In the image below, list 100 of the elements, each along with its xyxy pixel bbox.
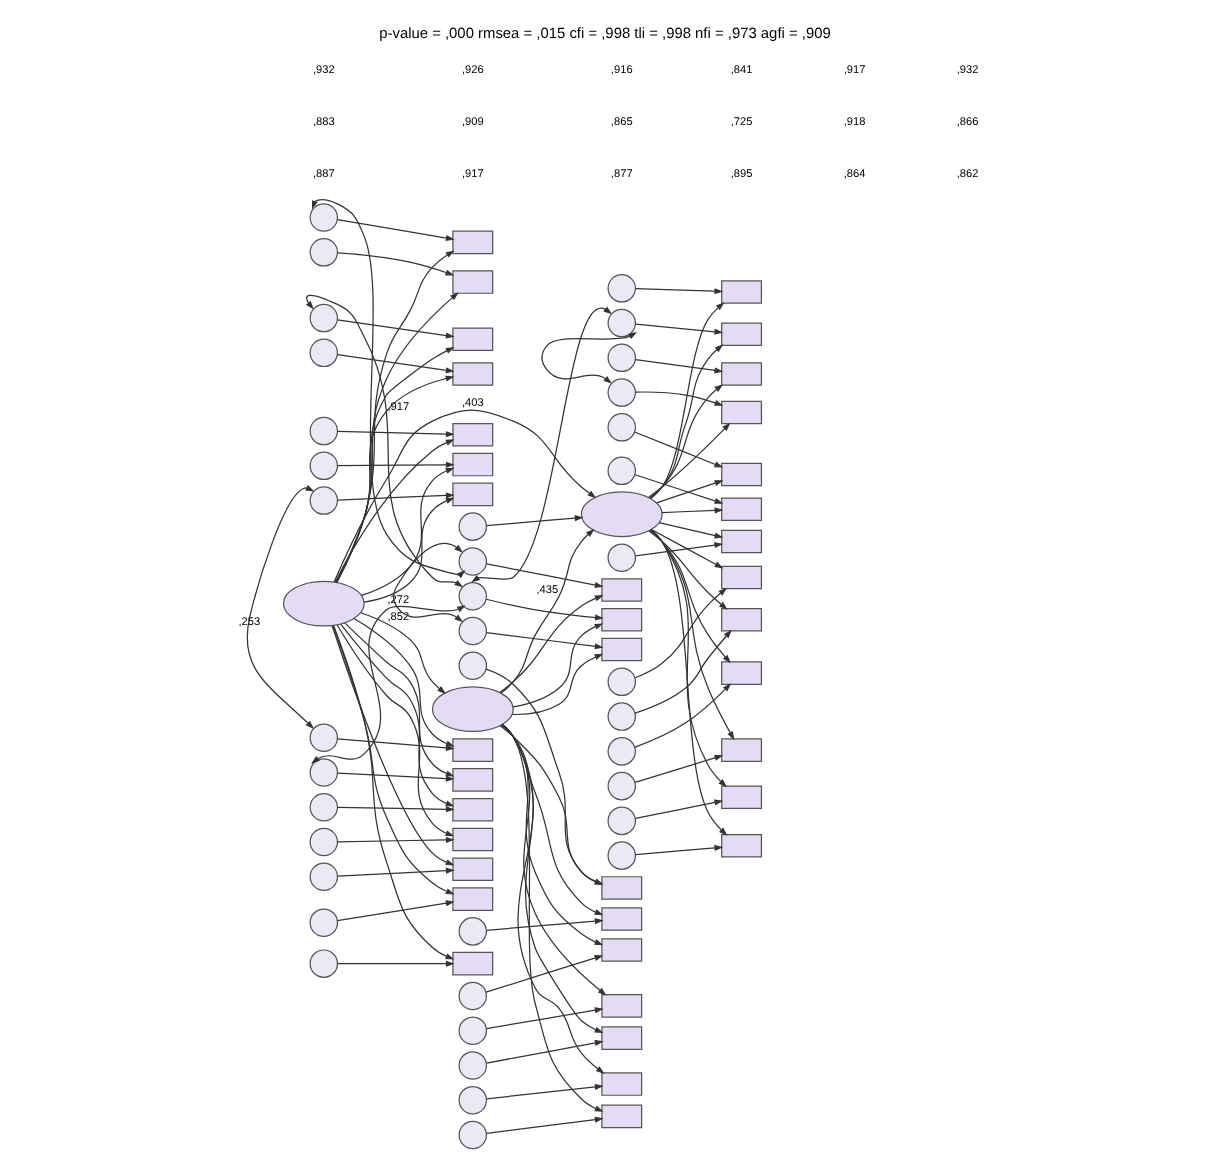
node-box [452, 270, 494, 294]
node-box [601, 907, 643, 931]
node-box [452, 827, 494, 852]
node-circle [458, 1016, 488, 1045]
arrow [336, 836, 455, 843]
arrow [363, 497, 455, 603]
node-box [601, 607, 643, 632]
arrow [649, 384, 724, 499]
node-circle [309, 723, 339, 752]
arrow [650, 302, 725, 500]
node-circle [607, 343, 637, 373]
node-box [721, 400, 763, 425]
arrow [634, 431, 724, 468]
arrow [485, 955, 604, 993]
arrow [500, 529, 595, 694]
node-circle [309, 338, 339, 368]
node-box [452, 452, 494, 477]
node-box [601, 994, 643, 1018]
node-box [721, 833, 763, 858]
arrow [336, 960, 455, 967]
arrow [499, 725, 604, 885]
arrow [336, 319, 455, 339]
arrow [656, 480, 724, 504]
node-box [452, 887, 494, 911]
arrow [361, 467, 455, 597]
node-circle [458, 512, 488, 541]
node-circle [309, 303, 339, 333]
node-circle [607, 378, 637, 407]
arrow [485, 631, 604, 650]
node-circle [309, 416, 339, 446]
arrow [649, 529, 731, 664]
node-circle [607, 702, 637, 731]
arrow [658, 522, 724, 539]
arrow [336, 250, 455, 584]
node-box [601, 1026, 643, 1050]
node-box [452, 482, 494, 507]
node-circle [458, 547, 488, 576]
node-box [452, 327, 494, 351]
node-circle [607, 274, 637, 303]
node-circle [458, 616, 488, 646]
arrow [512, 623, 604, 708]
node-circle [607, 667, 637, 697]
node-box [452, 797, 494, 822]
arrow [311, 199, 466, 579]
node-box [452, 362, 494, 386]
arrow [648, 530, 728, 610]
node-circle [458, 1120, 488, 1150]
node-box [721, 661, 763, 685]
arrow [634, 474, 724, 504]
arrow [635, 391, 724, 406]
node-circle [309, 908, 339, 937]
node-ellipse [282, 580, 365, 627]
arrow [344, 622, 455, 777]
arrow [305, 294, 464, 588]
arrow [485, 1083, 604, 1100]
arrow [311, 605, 466, 764]
arrow [392, 542, 464, 623]
arrow [649, 344, 724, 499]
node-box [721, 785, 763, 810]
arrow [334, 439, 455, 583]
arrow [340, 623, 455, 807]
node-box [452, 857, 494, 882]
node-circle [458, 1085, 488, 1115]
node-circle [309, 827, 339, 857]
arrow [333, 409, 597, 583]
node-circle [607, 456, 637, 486]
arrow [634, 358, 724, 374]
node-circle [607, 841, 637, 870]
node-circle [458, 981, 488, 1011]
arrow [246, 485, 315, 730]
arrow [333, 625, 455, 960]
arrow [471, 306, 613, 583]
arrow [485, 598, 604, 621]
arrow [541, 332, 638, 384]
node-box [601, 578, 643, 602]
arrow [336, 461, 455, 468]
node-box [452, 423, 494, 447]
arrow [336, 900, 455, 922]
arrow [634, 754, 724, 784]
node-circle [607, 806, 637, 836]
node-box [601, 938, 643, 962]
arrow [634, 542, 724, 557]
node-box [601, 876, 643, 900]
arrow [336, 430, 455, 438]
arrow [485, 1116, 604, 1134]
node-circle [607, 543, 637, 572]
node-box [601, 1072, 643, 1096]
arrow [634, 288, 724, 295]
node-box [721, 462, 763, 487]
arrow [485, 563, 604, 588]
node-box [601, 1104, 643, 1129]
node-circle [309, 451, 339, 481]
node-box [721, 362, 763, 386]
arrow [353, 617, 455, 747]
node-box [721, 565, 763, 590]
arrow [648, 422, 731, 498]
node-circle [458, 651, 488, 680]
arrow [634, 323, 724, 335]
arrow [336, 624, 455, 837]
arrow [337, 252, 455, 276]
